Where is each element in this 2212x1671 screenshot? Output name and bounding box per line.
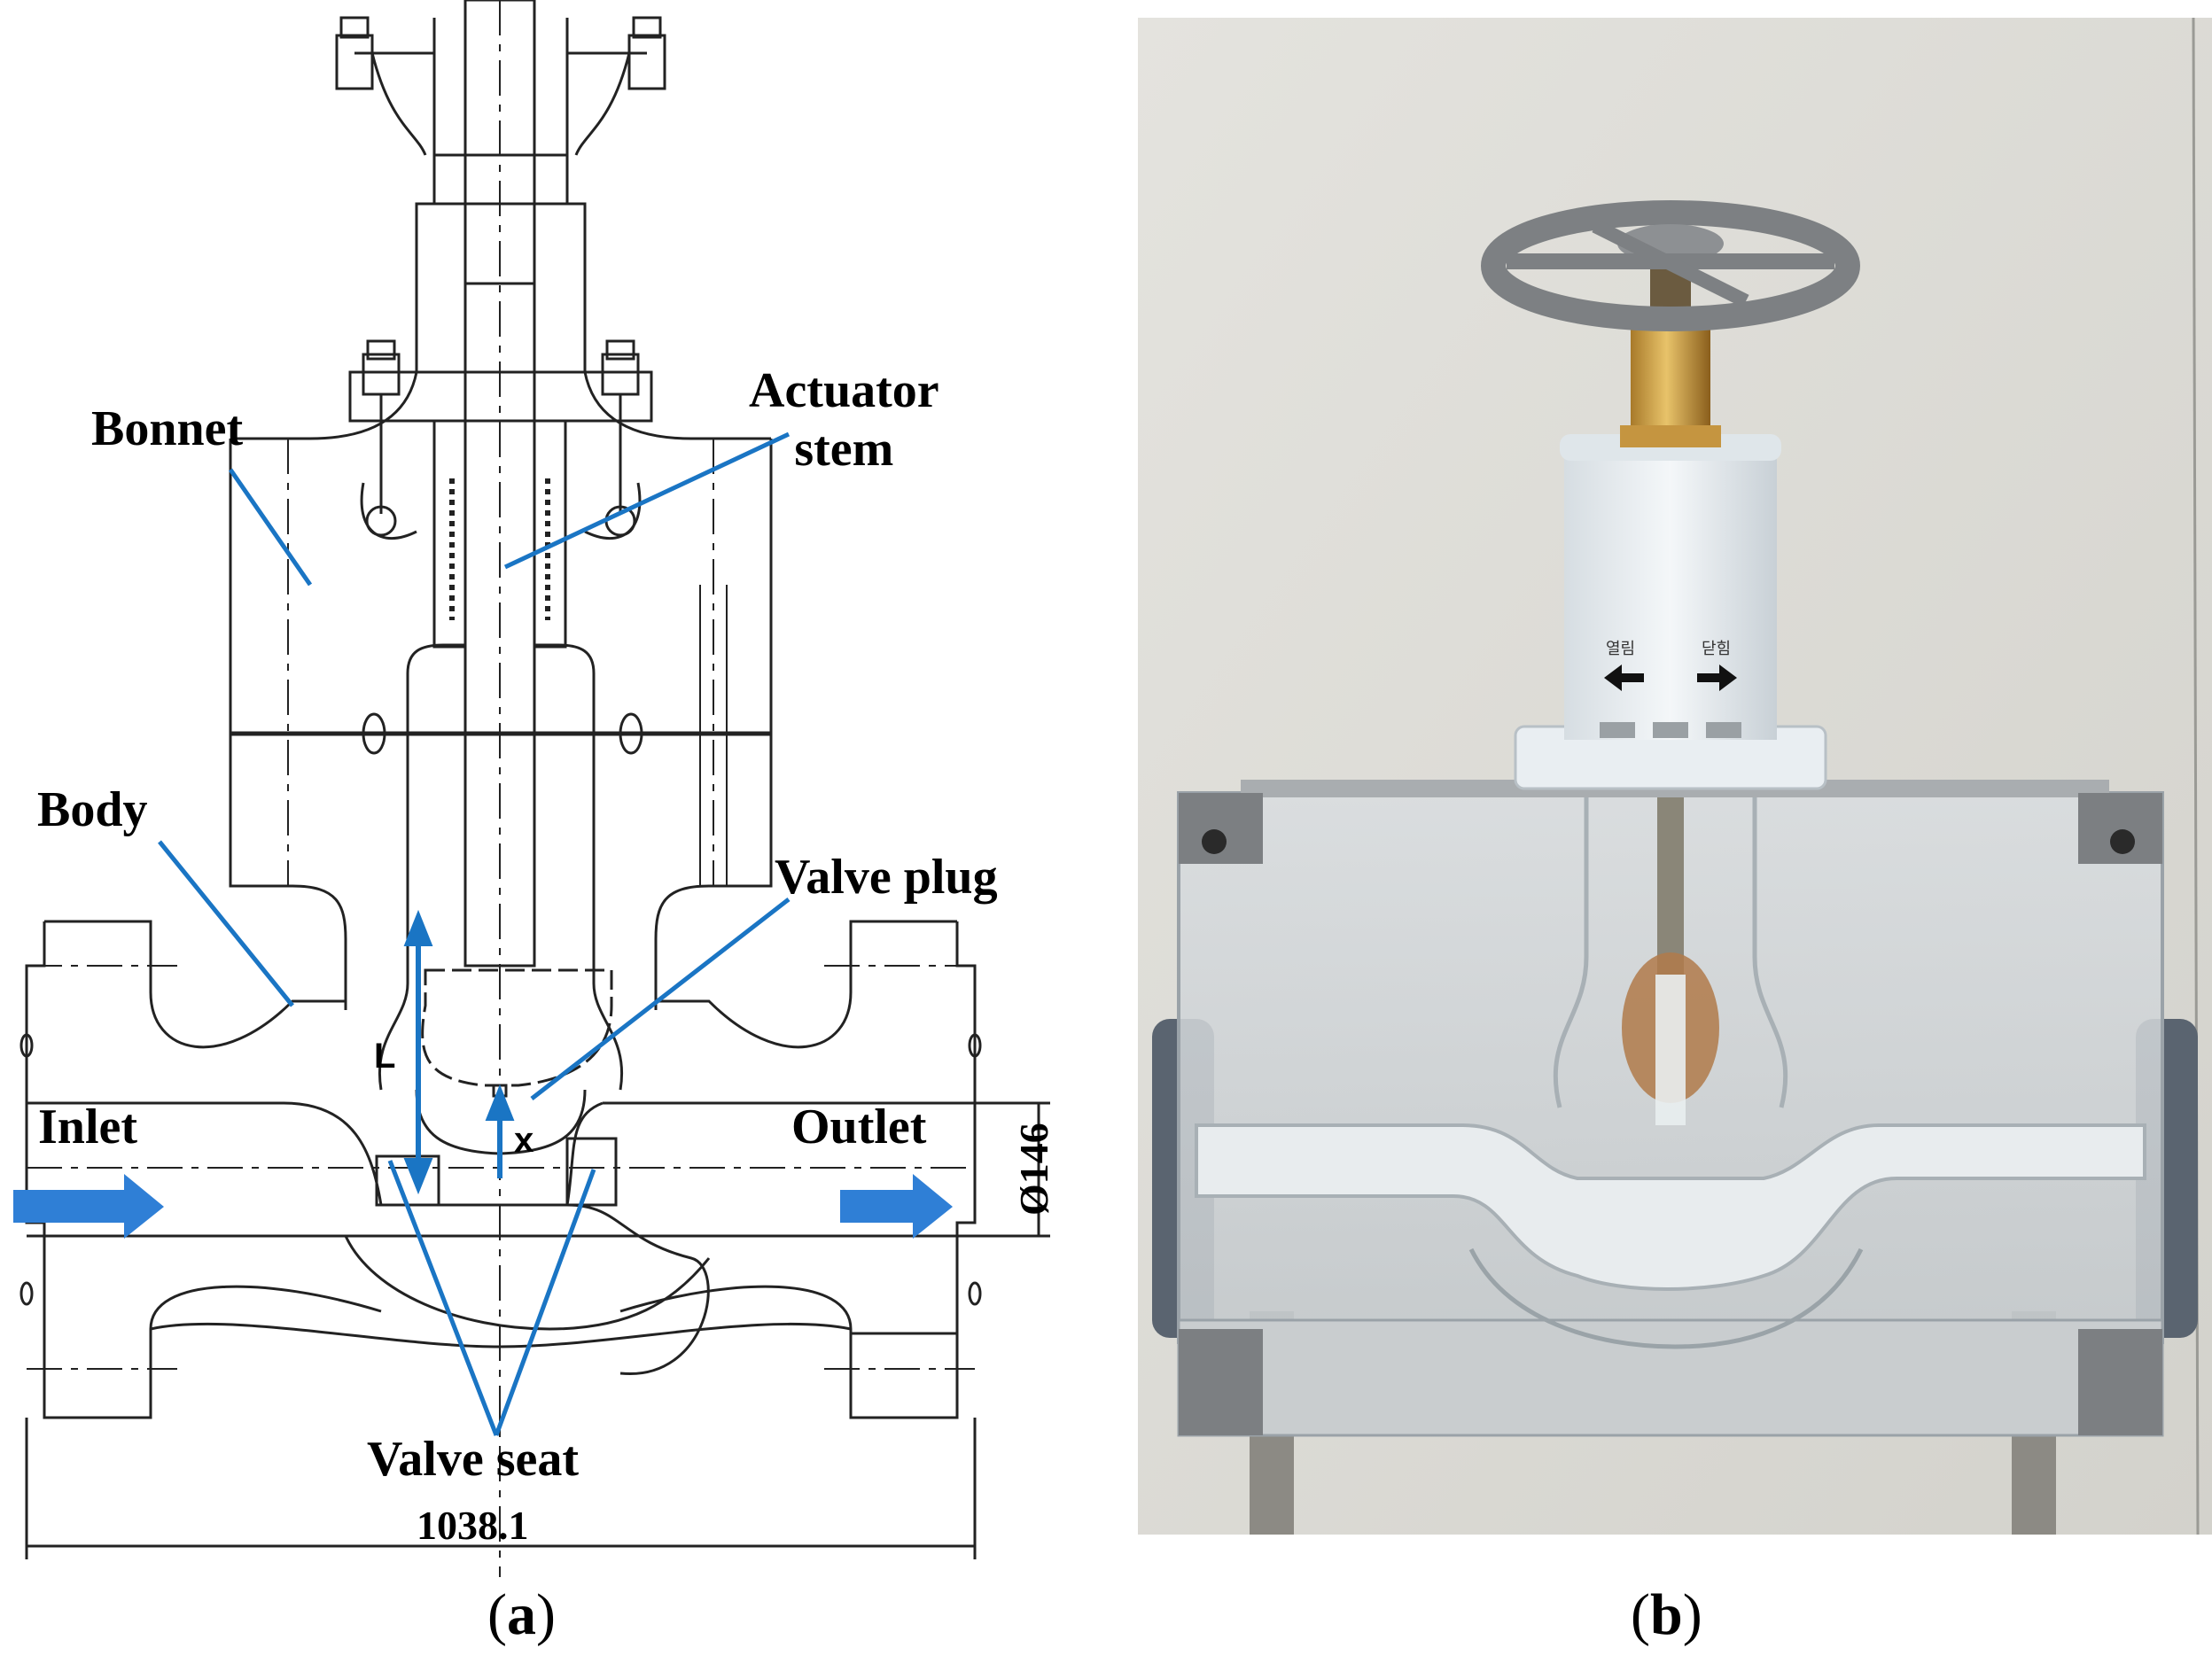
valve-seat-callout-line-left [387, 1160, 499, 1436]
caption-b-letter: b [1649, 1582, 1683, 1647]
inlet-label: Inlet [38, 1100, 137, 1154]
actuator-stem-label: Actuator stem [749, 363, 939, 477]
open-direction-arrow [1604, 665, 1644, 691]
close-direction-arrow [1697, 665, 1737, 691]
outlet-flow-arrow [840, 1174, 953, 1239]
actuator-stem-callout-line [503, 431, 791, 570]
valve-plug-label: Valve plug [775, 850, 998, 905]
body-label: Body [37, 782, 148, 837]
caption-b: (b) [1631, 1582, 1702, 1647]
body-callout-line [158, 840, 294, 1007]
open-direction-label: 열림 [1606, 640, 1636, 658]
bonnet-callout-line [228, 468, 313, 587]
valve-cross-section-drawing [19, 0, 1050, 1577]
bonnet-label: Bonnet [91, 401, 244, 456]
caption-a: (a) [487, 1582, 556, 1647]
x-label: x [514, 1121, 534, 1160]
width-dimension-label: 1038.1 [417, 1503, 529, 1548]
outlet-label: Outlet [791, 1100, 927, 1154]
valve-seat-label: Valve seat [367, 1432, 580, 1487]
close-direction-label: 닫힘 [1702, 640, 1732, 658]
length-l-label: L [374, 1037, 396, 1076]
inlet-flow-arrow [13, 1174, 164, 1239]
valve-seat-callout-line-right [494, 1169, 596, 1436]
caption-a-letter: a [506, 1582, 536, 1647]
valve-plug-callout-line [530, 898, 791, 1100]
diameter-dimension-label: Ø146 [1011, 1123, 1056, 1216]
valve-photograph [1138, 17, 2212, 1535]
